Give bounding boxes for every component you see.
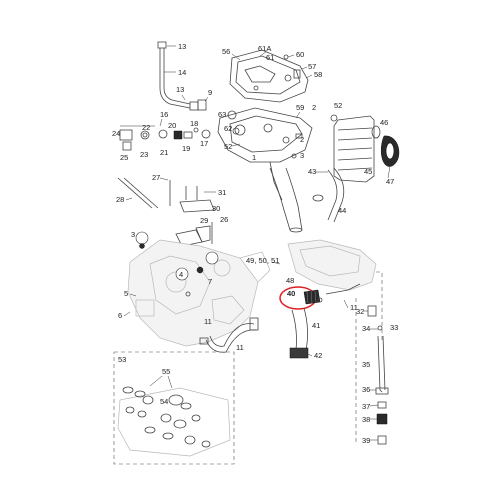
callout-18: 18 bbox=[190, 119, 198, 128]
callout-54: 54 bbox=[160, 397, 168, 406]
callout-52b: 52 bbox=[334, 101, 342, 110]
callout-22: 22 bbox=[142, 123, 150, 132]
callout-48: 48 bbox=[286, 276, 294, 285]
callout-53: 53 bbox=[118, 355, 126, 364]
callout-23: 23 bbox=[140, 150, 148, 159]
callout-2b: 2 bbox=[300, 135, 304, 144]
callout-2a: 2 bbox=[312, 103, 316, 112]
callout-11c: 11 bbox=[350, 303, 358, 312]
callout-3b: 3 bbox=[131, 230, 135, 239]
callout-11b: 11 bbox=[236, 343, 244, 352]
callout-34: 34 bbox=[362, 324, 370, 333]
callout-28: 28 bbox=[116, 195, 124, 204]
callout-27: 27 bbox=[152, 173, 160, 182]
callout-9: 9 bbox=[208, 88, 212, 97]
callout-43: 43 bbox=[308, 167, 316, 176]
bracket-bolts-part bbox=[169, 180, 215, 247]
callout-21: 21 bbox=[160, 148, 168, 157]
callout-55: 55 bbox=[162, 367, 170, 376]
callout-17: 17 bbox=[200, 139, 208, 148]
callout-61: 61 bbox=[266, 53, 274, 62]
callout-62: 62 bbox=[224, 124, 232, 133]
callout-37: 37 bbox=[362, 402, 370, 411]
callout-5: 5 bbox=[124, 289, 128, 298]
callout-36: 36 bbox=[362, 385, 370, 394]
callout-29: 29 bbox=[200, 216, 208, 225]
oil-pan-ghost bbox=[287, 239, 377, 291]
adapter-parts bbox=[119, 127, 211, 151]
pickup-tube-part bbox=[289, 283, 361, 359]
callout-39: 39 bbox=[362, 436, 370, 445]
callout-25: 25 bbox=[120, 153, 128, 162]
callout-57: 57 bbox=[308, 62, 316, 71]
detail-box bbox=[113, 351, 235, 465]
callout-30: 30 bbox=[212, 204, 220, 213]
callout-41: 41 bbox=[312, 321, 320, 330]
callout-3: 3 bbox=[300, 151, 304, 160]
callout-11a: 11 bbox=[204, 317, 212, 326]
callout-4: 4 bbox=[179, 270, 183, 279]
cylinder-head-part bbox=[217, 107, 313, 201]
engine-block-ghost bbox=[127, 239, 271, 347]
callout-1: 1 bbox=[252, 153, 256, 162]
callout-14: 14 bbox=[178, 68, 186, 77]
callout-24: 24 bbox=[112, 129, 120, 138]
callout-44: 44 bbox=[338, 206, 346, 215]
callout-56: 56 bbox=[222, 47, 230, 56]
callout-32: 32 bbox=[356, 307, 364, 316]
callout-52a: 52 bbox=[224, 142, 232, 151]
callout-63: 63 bbox=[218, 110, 226, 119]
callout-31: 31 bbox=[218, 188, 226, 197]
callout-58: 58 bbox=[314, 70, 322, 79]
callout-40: 40 bbox=[287, 289, 295, 298]
callout-33: 33 bbox=[390, 323, 398, 332]
gasket-set-part bbox=[117, 386, 231, 457]
callout-38: 38 bbox=[362, 415, 370, 424]
callout-13b: 13 bbox=[176, 85, 184, 94]
callout-46: 46 bbox=[380, 118, 388, 127]
valve-cover-part bbox=[229, 49, 309, 103]
callout-26: 26 bbox=[220, 215, 228, 224]
coolant-hose-part bbox=[312, 167, 345, 223]
highlighted-part-40 bbox=[279, 286, 321, 310]
outlet-pipe-part bbox=[269, 167, 303, 233]
callout-59: 59 bbox=[296, 103, 304, 112]
callout-13a: 13 bbox=[178, 42, 186, 51]
callout-7: 7 bbox=[208, 277, 212, 286]
callout-35: 35 bbox=[362, 360, 370, 369]
oil-cooler-part bbox=[333, 115, 400, 183]
right-column-parts bbox=[367, 305, 389, 445]
callout-45: 45 bbox=[364, 167, 372, 176]
dipstick-tube-part bbox=[157, 41, 207, 111]
callout-49-50-51: 49, 50, 51 bbox=[246, 256, 279, 265]
callout-6: 6 bbox=[118, 311, 122, 320]
callout-42: 42 bbox=[314, 351, 322, 360]
callout-60: 60 bbox=[296, 50, 304, 59]
callout-16: 16 bbox=[160, 110, 168, 119]
callout-61a: 61A bbox=[258, 44, 271, 53]
callout-20: 20 bbox=[168, 121, 176, 130]
callout-47: 47 bbox=[386, 177, 394, 186]
callout-19: 19 bbox=[182, 144, 190, 153]
